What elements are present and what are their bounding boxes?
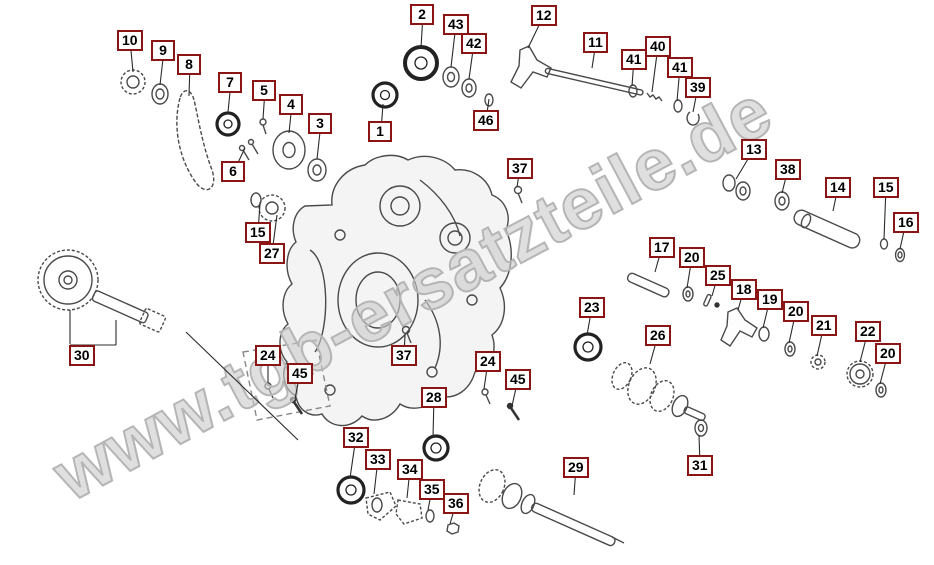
part-label-34[interactable]: 34	[397, 459, 423, 480]
part-gear-30	[37, 249, 99, 311]
part-label-26[interactable]: 26	[645, 325, 671, 346]
part-spindle-14	[793, 209, 861, 249]
part-label-23[interactable]: 23	[579, 297, 605, 318]
part-label-7[interactable]: 7	[218, 72, 242, 93]
part-label-39[interactable]: 39	[685, 77, 711, 98]
part-label-20[interactable]: 20	[783, 301, 809, 322]
part-bearing-7	[215, 111, 241, 137]
part-label-6[interactable]: 6	[221, 161, 245, 182]
part-shift-rod-11	[544, 67, 644, 96]
part-gear-shaft-29	[478, 469, 625, 547]
part-label-30[interactable]: 30	[69, 345, 95, 366]
part-label-45[interactable]: 45	[505, 369, 531, 390]
part-shaft-30	[91, 290, 167, 333]
part-circlip-39	[686, 111, 700, 126]
part-bearing-1	[371, 81, 399, 109]
part-bevel-gear-33	[365, 491, 397, 521]
part-ring-15b	[250, 192, 262, 208]
part-label-5[interactable]: 5	[252, 80, 276, 101]
part-label-19[interactable]: 19	[757, 289, 783, 310]
part-label-41[interactable]: 41	[621, 49, 647, 70]
part-label-24[interactable]: 24	[475, 351, 501, 372]
part-label-46[interactable]: 46	[473, 110, 499, 131]
part-label-20[interactable]: 20	[875, 343, 901, 364]
part-label-15[interactable]: 15	[245, 222, 271, 243]
part-label-25[interactable]: 25	[705, 265, 731, 286]
part-label-3[interactable]: 3	[308, 113, 332, 134]
part-label-9[interactable]: 9	[151, 40, 175, 61]
part-label-17[interactable]: 17	[649, 237, 675, 258]
part-label-20[interactable]: 20	[679, 247, 705, 268]
part-shift-fork-18	[720, 307, 758, 347]
part-label-38[interactable]: 38	[775, 159, 801, 180]
part-label-36[interactable]: 36	[443, 493, 469, 514]
part-label-22[interactable]: 22	[855, 321, 881, 342]
part-bearing-28	[422, 434, 450, 462]
part-label-42[interactable]: 42	[461, 33, 487, 54]
part-label-2[interactable]: 2	[410, 4, 434, 25]
part-label-33[interactable]: 33	[365, 449, 391, 470]
part-label-14[interactable]: 14	[825, 177, 851, 198]
part-shift-fork-12	[510, 45, 552, 89]
part-spring-40	[646, 92, 663, 102]
part-label-31[interactable]: 31	[687, 455, 713, 476]
dashed-detail-box	[242, 339, 331, 421]
part-pin-25	[703, 293, 720, 308]
part-label-11[interactable]: 11	[583, 32, 608, 53]
part-label-4[interactable]: 4	[279, 94, 303, 115]
part-label-37[interactable]: 37	[391, 345, 417, 366]
part-shaft-17	[626, 272, 670, 298]
part-bevel-gear-34	[395, 499, 423, 525]
part-label-29[interactable]: 29	[563, 457, 589, 478]
part-label-40[interactable]: 40	[645, 36, 671, 57]
part-label-13[interactable]: 13	[741, 139, 767, 160]
part-label-35[interactable]: 35	[419, 479, 445, 500]
part-label-27[interactable]: 27	[259, 243, 285, 264]
part-label-32[interactable]: 32	[343, 427, 369, 448]
part-label-16[interactable]: 16	[893, 212, 919, 233]
part-washer-31	[694, 419, 708, 437]
part-bolt-37b	[401, 325, 412, 344]
part-label-10[interactable]: 10	[117, 30, 143, 51]
part-washers-13	[722, 174, 751, 201]
part-label-15[interactable]: 15	[873, 177, 899, 198]
part-label-45[interactable]: 45	[287, 363, 313, 384]
part-label-12[interactable]: 12	[531, 5, 557, 26]
part-gear-shaft-26	[611, 361, 706, 422]
part-label-1[interactable]: 1	[368, 121, 392, 142]
part-label-24[interactable]: 24	[255, 345, 281, 366]
part-label-28[interactable]: 28	[421, 387, 447, 408]
part-label-18[interactable]: 18	[731, 279, 757, 300]
part-label-41[interactable]: 41	[667, 57, 693, 78]
part-label-37[interactable]: 37	[507, 158, 533, 179]
part-label-21[interactable]: 21	[811, 315, 837, 336]
part-chain	[176, 90, 215, 191]
part-label-8[interactable]: 8	[177, 54, 201, 75]
part-label-43[interactable]: 43	[443, 14, 469, 35]
